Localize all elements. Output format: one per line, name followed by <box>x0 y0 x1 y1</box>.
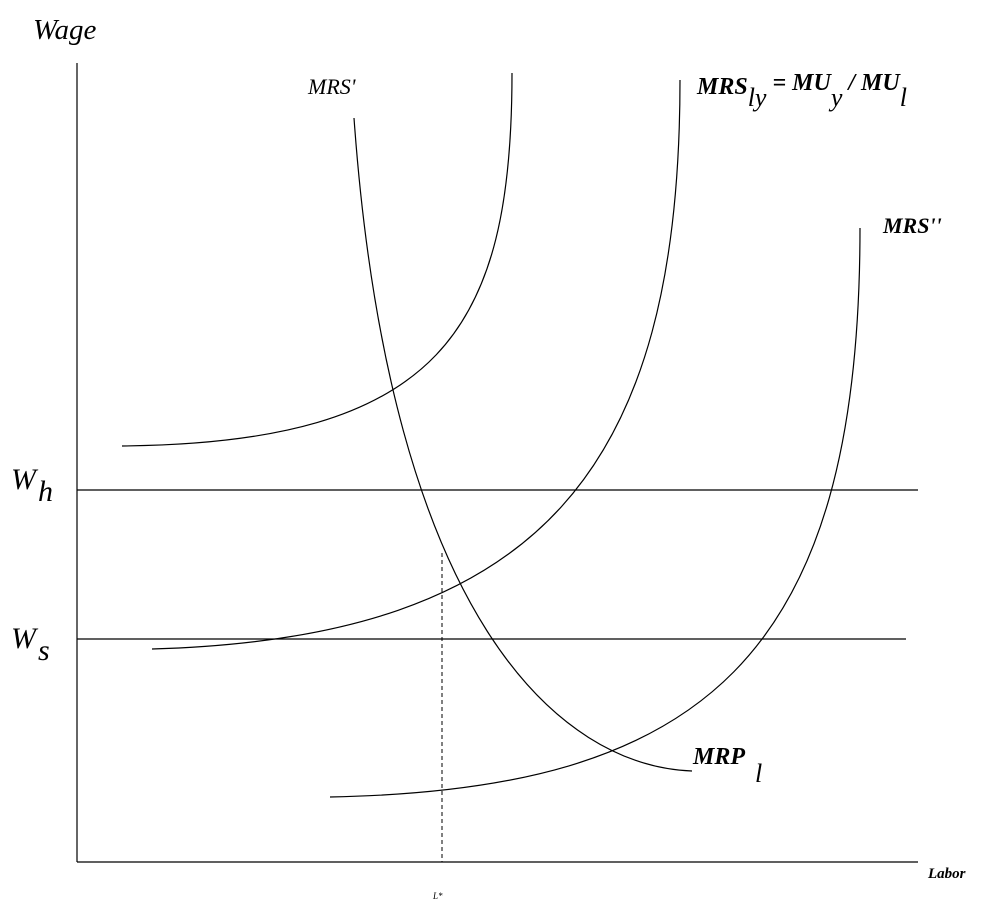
mrs-main-sub-y: y <box>828 83 843 112</box>
wage-high-base: W <box>11 463 39 496</box>
wage-low-sub: s <box>38 634 50 667</box>
mrs-prime-curve <box>121 72 513 447</box>
x-axis-label: Labor <box>927 866 966 882</box>
mrp-label: MRP l <box>692 744 762 788</box>
mrp-curve <box>353 117 693 772</box>
mrs-main-curve <box>151 79 681 650</box>
mrs-main-sub-ly: ly <box>748 83 767 112</box>
mrs-main-base: MRS <box>696 74 748 100</box>
mrs-main-sub-l: l <box>900 83 907 112</box>
wage-high-label: Wh <box>11 463 53 508</box>
mrs-main-eq: = MU <box>766 70 832 96</box>
equilibrium-label: L* <box>432 891 443 901</box>
wage-low-base: W <box>11 622 39 655</box>
wage-high-sub: h <box>38 475 53 508</box>
y-axis-label: Wage <box>33 14 96 46</box>
mrs-prime-label: MRS' <box>307 74 356 99</box>
mrp-sub: l <box>755 759 762 788</box>
mrs-double-prime-curve <box>329 227 861 798</box>
mrp-base: MRP <box>692 744 745 770</box>
wage-low-label: Ws <box>11 622 50 667</box>
mrs-main-label: MRSly = MUy / MUl <box>696 70 907 112</box>
mrs-main-slash: / MU <box>842 70 901 96</box>
mrs-double-prime-label: MRS'' <box>882 213 942 238</box>
